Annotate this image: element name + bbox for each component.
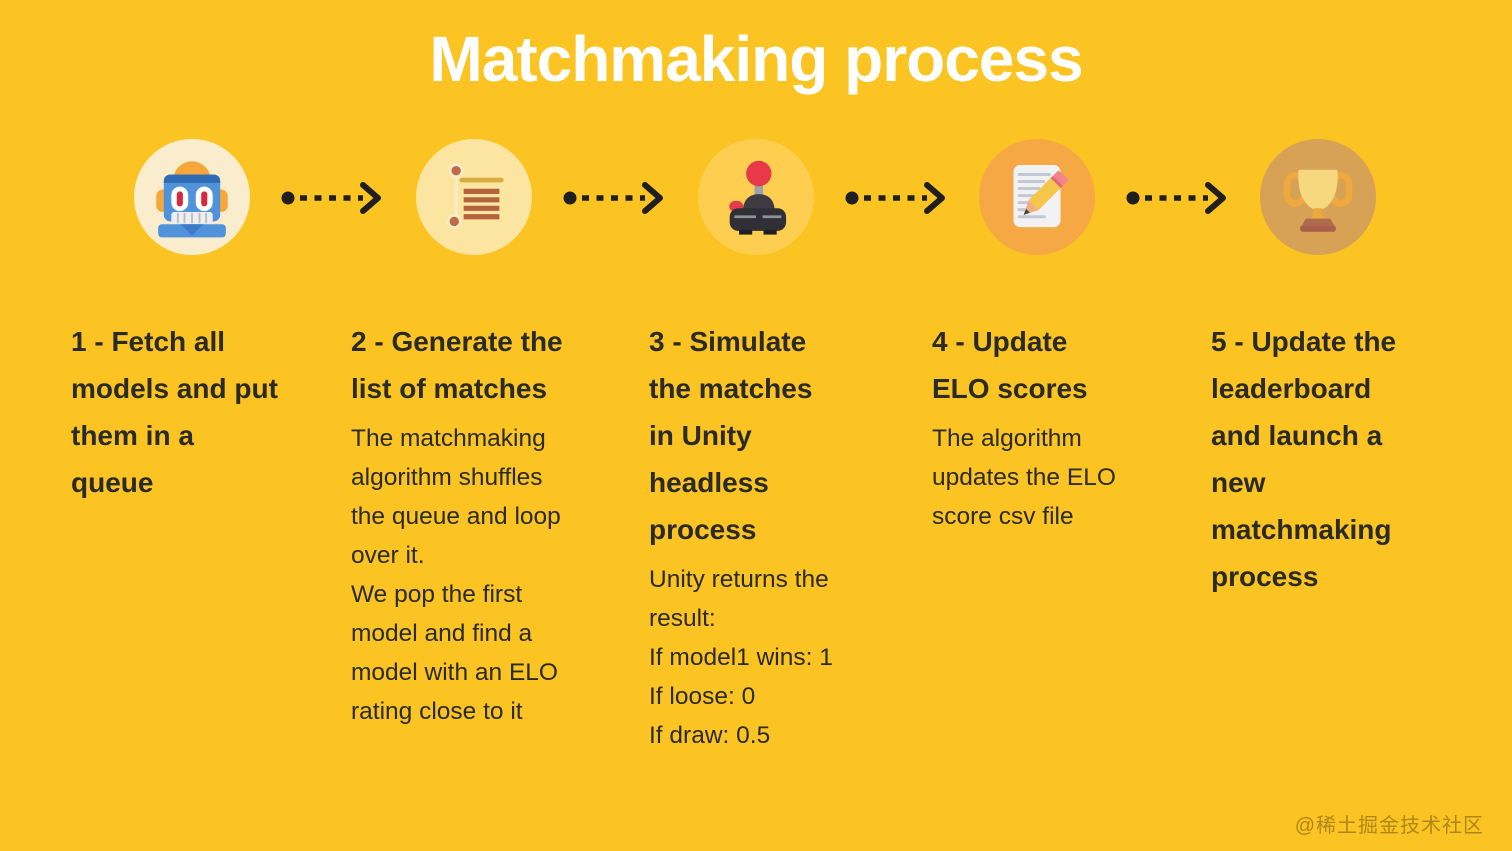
step-2-icon-circle xyxy=(416,139,532,255)
step-3-text: 3 - Simulate the matches in Unity headle… xyxy=(649,318,897,755)
step-2-heading: 2 - Generate the list of matches xyxy=(351,326,563,404)
step-4-heading: 4 - Update ELO scores xyxy=(932,326,1088,404)
step-2-text: 2 - Generate the list of matches The mat… xyxy=(351,318,629,731)
step-1-text: 1 - Fetch all models and put them in a q… xyxy=(71,318,333,513)
list-icon xyxy=(446,163,504,229)
page-title: Matchmaking process xyxy=(429,23,1083,95)
dashed-arrow xyxy=(1126,182,1226,214)
note-pencil-icon xyxy=(1013,165,1068,228)
joystick-icon xyxy=(729,160,787,235)
robot-icon xyxy=(156,161,228,238)
step-3-body: Unity returns the result: If model1 wins… xyxy=(649,566,833,749)
step-3-icon-circle xyxy=(698,139,814,255)
step-1-icon-circle xyxy=(134,139,250,255)
step-4-body: The algorithm updates the ELO score csv … xyxy=(932,425,1116,530)
step-1-heading: 1 - Fetch all models and put them in a q… xyxy=(71,326,278,498)
step-5-text: 5 - Update the leaderboard and launch a … xyxy=(1211,318,1467,607)
trophy-icon xyxy=(1283,169,1353,232)
step-5-icon-circle xyxy=(1260,139,1376,255)
step-4-icon-circle xyxy=(979,139,1095,255)
step-3-heading: 3 - Simulate the matches in Unity headle… xyxy=(649,326,813,545)
step-5-heading: 5 - Update the leaderboard and launch a … xyxy=(1211,326,1397,592)
watermark: @稀土掘金技术社区 xyxy=(1294,815,1484,837)
dashed-arrow xyxy=(281,182,381,214)
step-4-text: 4 - Update ELO scores The algorithm upda… xyxy=(932,318,1180,536)
step-2-body: The matchmaking algorithm shuffles the q… xyxy=(351,425,561,725)
dashed-arrow xyxy=(845,182,945,214)
dashed-arrow xyxy=(563,182,663,214)
